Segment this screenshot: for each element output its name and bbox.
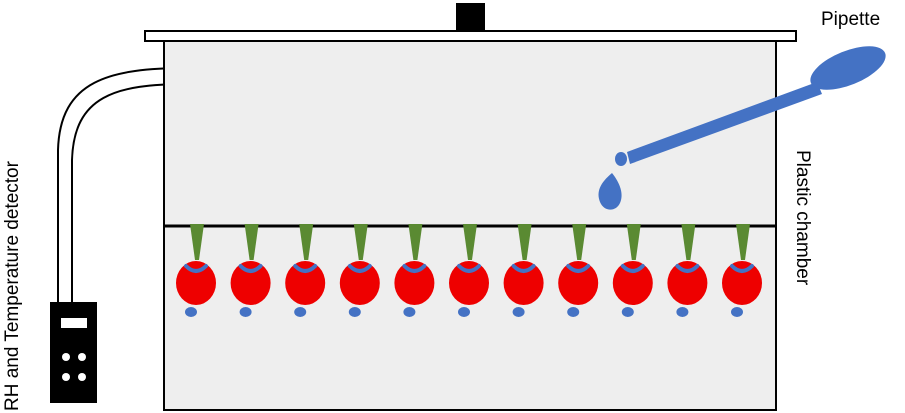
droplet — [348, 307, 361, 317]
fruit-stem — [408, 224, 423, 260]
detector-label: RH and Temperature detector — [2, 160, 23, 411]
fruit-highlight — [184, 264, 208, 273]
fruit-highlight — [293, 264, 318, 273]
detector-body — [50, 302, 97, 403]
droplet — [239, 307, 252, 317]
droplet — [403, 307, 416, 317]
fruit-stem — [736, 224, 750, 260]
fruit-body — [449, 261, 489, 305]
pipette-drop — [598, 173, 622, 210]
fruit-stem — [244, 224, 259, 260]
fruit-highlight — [675, 264, 700, 273]
droplet — [621, 307, 634, 317]
pipette-label: Pipette — [821, 9, 880, 30]
fruit-body — [285, 261, 326, 305]
droplet — [567, 307, 580, 317]
fruit — [503, 224, 544, 317]
droplet — [512, 307, 525, 317]
pipette-stem — [627, 82, 822, 164]
fruit-stem — [353, 224, 368, 260]
fruit-highlight — [566, 264, 591, 273]
fruit — [339, 224, 380, 317]
chamber-label: Plastic chamber — [792, 150, 813, 286]
pipette — [598, 46, 886, 210]
fruit-highlight — [511, 264, 536, 273]
fruit — [449, 224, 489, 317]
fruit — [230, 224, 271, 317]
fruit — [612, 224, 653, 317]
detector-screen — [61, 318, 87, 328]
droplet — [185, 307, 197, 317]
fruit-stem — [626, 224, 641, 260]
fruit-highlight — [238, 264, 263, 273]
fruit-highlight — [347, 264, 372, 273]
fruit-body — [176, 261, 216, 305]
fruit-stem — [572, 224, 587, 260]
cable-inner — [71, 83, 189, 302]
fruit-body — [339, 261, 380, 305]
droplet — [458, 307, 470, 317]
fruit — [667, 224, 708, 317]
fruit-body — [503, 261, 544, 305]
lid-handle — [456, 3, 485, 32]
fruit-stem — [463, 224, 477, 260]
droplet — [294, 307, 307, 317]
droplet — [676, 307, 689, 317]
fruit-stem — [299, 224, 314, 260]
detector-button — [62, 353, 70, 361]
pipette-tip — [615, 152, 627, 166]
detector-button — [78, 373, 86, 381]
pipette-bulb — [810, 46, 886, 90]
fruit-body — [230, 261, 271, 305]
fruit — [394, 224, 435, 317]
detector-button — [78, 353, 86, 361]
fruit — [722, 224, 762, 317]
fruit-highlight — [730, 264, 754, 273]
fruit-stem — [190, 224, 204, 260]
cable-outer — [57, 67, 189, 302]
fruit-body — [558, 261, 599, 305]
rh-temperature-detector — [50, 302, 97, 403]
fruit-body — [722, 261, 762, 305]
fruit-highlight — [457, 264, 481, 273]
fruit-body — [394, 261, 435, 305]
droplet — [731, 307, 743, 317]
fruit — [558, 224, 599, 317]
fruit-highlight — [402, 264, 427, 273]
chamber-lid — [144, 30, 797, 42]
fruit-stem — [517, 224, 532, 260]
fruit — [285, 224, 326, 317]
sensor-cable — [57, 67, 189, 302]
fruit-stem — [681, 224, 696, 260]
fruit-body — [667, 261, 708, 305]
fruit-highlight — [620, 264, 645, 273]
fruit-row — [176, 224, 762, 317]
fruit — [176, 224, 216, 317]
fruit-body — [612, 261, 653, 305]
detector-button — [62, 373, 70, 381]
